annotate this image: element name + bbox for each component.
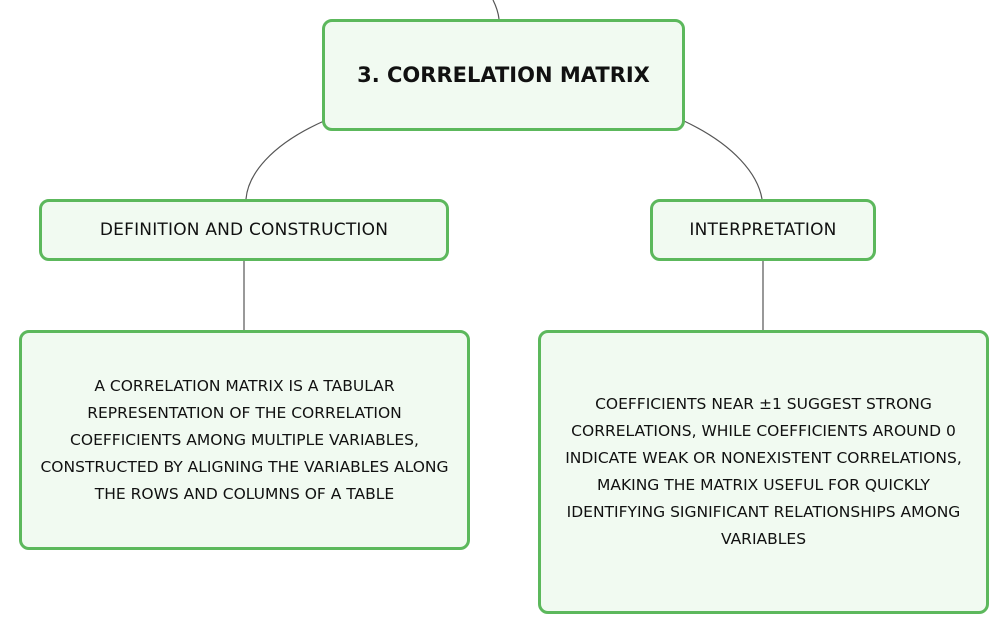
connector-root-to-definition [245,120,325,200]
detail-node-text: A correlation matrix is a tabular repres… [40,376,449,503]
detail-node-definition[interactable]: A correlation matrix is a tabular repres… [19,330,470,550]
connector-root-to-interpretation [683,120,763,200]
detail-node-text: Coefficients near ±1 suggest strong corr… [565,395,962,548]
branch-node-label: Definition and Construction [99,220,389,240]
root-node-label: 3. Correlation Matrix [357,63,650,87]
root-node[interactable]: 3. Correlation Matrix [322,19,685,131]
branch-node-label: Interpretation [689,220,837,240]
branch-node-definition-and-construction[interactable]: Definition and Construction [39,199,449,261]
branch-node-interpretation[interactable]: Interpretation [650,199,876,261]
detail-node-interpretation[interactable]: Coefficients near ±1 suggest strong corr… [538,330,989,614]
connector-parent-to-root [492,0,500,20]
